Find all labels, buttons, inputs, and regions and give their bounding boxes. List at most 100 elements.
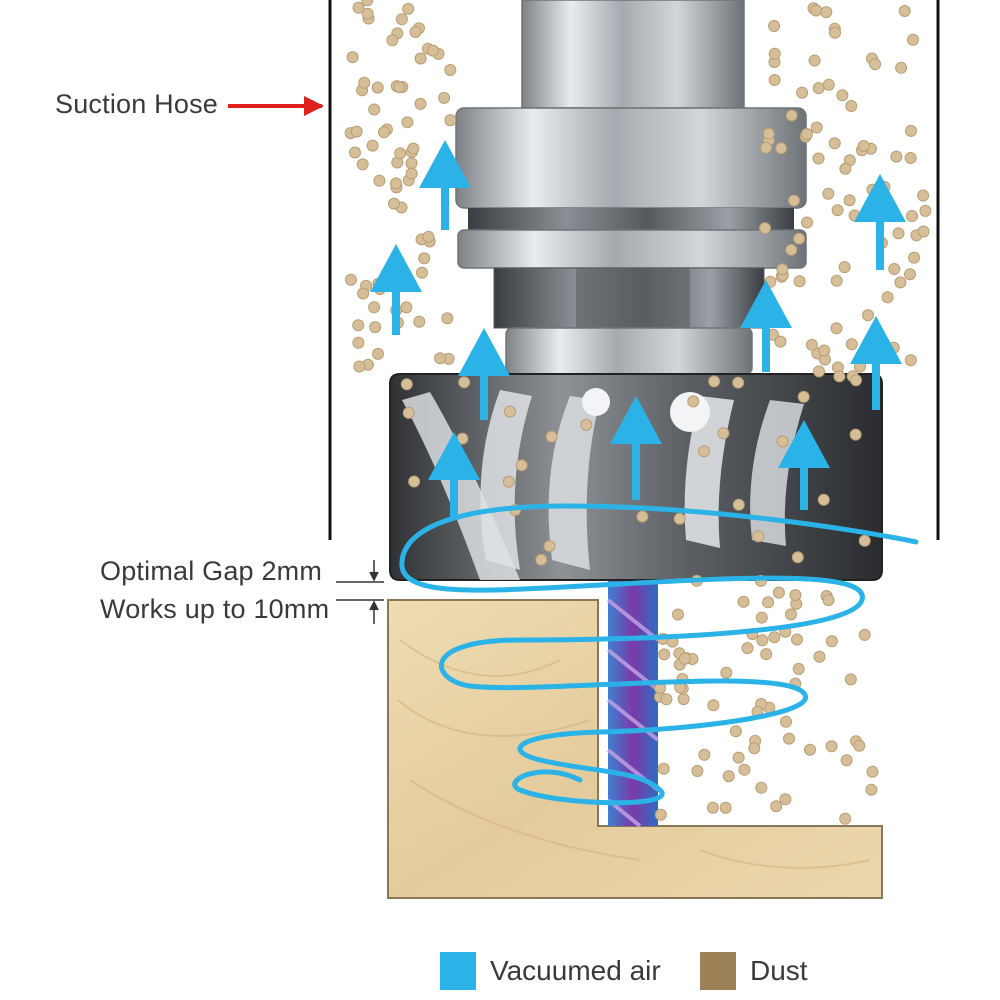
- dust-particle-icon: [353, 320, 364, 331]
- dust-particle-icon: [763, 597, 774, 608]
- dust-particle-icon: [777, 436, 788, 447]
- dust-particle-icon: [811, 122, 822, 133]
- dust-particle-icon: [850, 429, 861, 440]
- dust-particle-icon: [845, 674, 856, 685]
- dust-particle-icon: [920, 205, 931, 216]
- dust-particle-icon: [889, 264, 900, 275]
- dust-particle-icon: [723, 771, 734, 782]
- dust-particle-icon: [829, 138, 840, 149]
- dust-particle-icon: [769, 632, 780, 643]
- dust-particle-icon: [891, 151, 902, 162]
- dust-particle-icon: [655, 809, 666, 820]
- dust-particle-icon: [775, 336, 786, 347]
- dust-particle-icon: [756, 612, 767, 623]
- dust-particle-icon: [806, 339, 817, 350]
- dust-particle-icon: [439, 92, 450, 103]
- dust-particle-icon: [813, 83, 824, 94]
- dust-particle-icon: [350, 147, 361, 158]
- dust-particle-icon: [678, 694, 689, 705]
- dust-particle-icon: [769, 21, 780, 32]
- dust-particle-icon: [753, 531, 764, 542]
- dust-particle-icon: [403, 3, 414, 14]
- dust-particle-icon: [445, 115, 456, 126]
- dust-particle-icon: [819, 345, 830, 356]
- dust-particle-icon: [826, 636, 837, 647]
- dust-particle-icon: [840, 813, 851, 824]
- dust-particle-icon: [406, 158, 417, 169]
- router-bit: [608, 578, 658, 826]
- legend-label-air: Vacuumed air: [490, 955, 661, 987]
- dust-particle-icon: [866, 784, 877, 795]
- dust-particle-icon: [739, 764, 750, 775]
- dust-particle-icon: [402, 117, 413, 128]
- dust-particle-icon: [445, 65, 456, 76]
- dust-particle-icon: [414, 316, 425, 327]
- dust-particle-icon: [708, 700, 719, 711]
- dust-particle-icon: [846, 339, 857, 350]
- dust-particle-icon: [699, 749, 710, 760]
- dust-particle-icon: [546, 431, 557, 442]
- dust-particle-icon: [389, 198, 400, 209]
- dust-particle-icon: [353, 337, 364, 348]
- dust-particle-icon: [802, 217, 813, 228]
- dust-particle-icon: [707, 802, 718, 813]
- dust-particle-icon: [415, 98, 426, 109]
- dust-particle-icon: [721, 667, 732, 678]
- dust-particle-icon: [367, 140, 378, 151]
- dust-particle-icon: [905, 153, 916, 164]
- dust-particle-icon: [353, 2, 364, 13]
- dust-particle-icon: [907, 211, 918, 222]
- dust-particle-icon: [699, 446, 710, 457]
- dust-particle-icon: [387, 35, 398, 46]
- dust-particle-icon: [908, 34, 919, 45]
- gap-dimension: [336, 560, 384, 624]
- dust-particle-icon: [858, 141, 869, 152]
- dust-particle-icon: [786, 244, 797, 255]
- dust-particle-icon: [784, 733, 795, 744]
- dust-particle-icon: [789, 195, 800, 206]
- dust-particle-icon: [760, 223, 771, 234]
- dust-particle-icon: [379, 127, 390, 138]
- dust-particle-icon: [831, 323, 842, 334]
- dust-particle-icon: [773, 587, 784, 598]
- dust-particle-icon: [749, 743, 760, 754]
- dust-particle-icon: [369, 104, 380, 115]
- dust-particle-icon: [826, 741, 837, 752]
- dust-particle-icon: [781, 716, 792, 727]
- air-swatch: [440, 952, 476, 990]
- dust-particle-icon: [345, 274, 356, 285]
- dust-particle-icon: [733, 499, 744, 510]
- dust-particle-icon: [688, 396, 699, 407]
- dust-particle-icon: [794, 233, 805, 244]
- dust-particle-icon: [841, 755, 852, 766]
- dust-particle-icon: [391, 178, 402, 189]
- dust-particle-icon: [738, 596, 749, 607]
- suction-hose-label: Suction Hose: [55, 89, 218, 120]
- dust-particle-icon: [771, 801, 782, 812]
- dust-particle-icon: [811, 5, 822, 16]
- dust-particle-icon: [763, 128, 774, 139]
- dust-particle-icon: [854, 740, 865, 751]
- dust-particle-icon: [757, 635, 768, 646]
- dust-particle-icon: [823, 79, 834, 90]
- dust-particle-icon: [801, 129, 812, 140]
- dust-particle-icon: [905, 355, 916, 366]
- dust-particle-icon: [581, 419, 592, 430]
- legend-label-dust: Dust: [750, 955, 808, 987]
- dust-particle-icon: [372, 82, 383, 93]
- dust-particle-icon: [906, 125, 917, 136]
- dust-particle-icon: [761, 649, 772, 660]
- dust-particle-icon: [859, 535, 870, 546]
- legend-item-air: Vacuumed air: [440, 950, 661, 992]
- dust-particle-icon: [733, 752, 744, 763]
- dust-particle-icon: [674, 513, 685, 524]
- dust-particle-icon: [347, 52, 358, 63]
- dust-particle-icon: [373, 348, 384, 359]
- legend-item-dust: Dust: [700, 950, 808, 992]
- dust-particle-icon: [809, 55, 820, 66]
- dust-particle-icon: [863, 310, 874, 321]
- dust-particle-icon: [718, 428, 729, 439]
- dust-particle-icon: [844, 195, 855, 206]
- dust-particle-icon: [419, 253, 430, 264]
- dust-particle-icon: [792, 634, 803, 645]
